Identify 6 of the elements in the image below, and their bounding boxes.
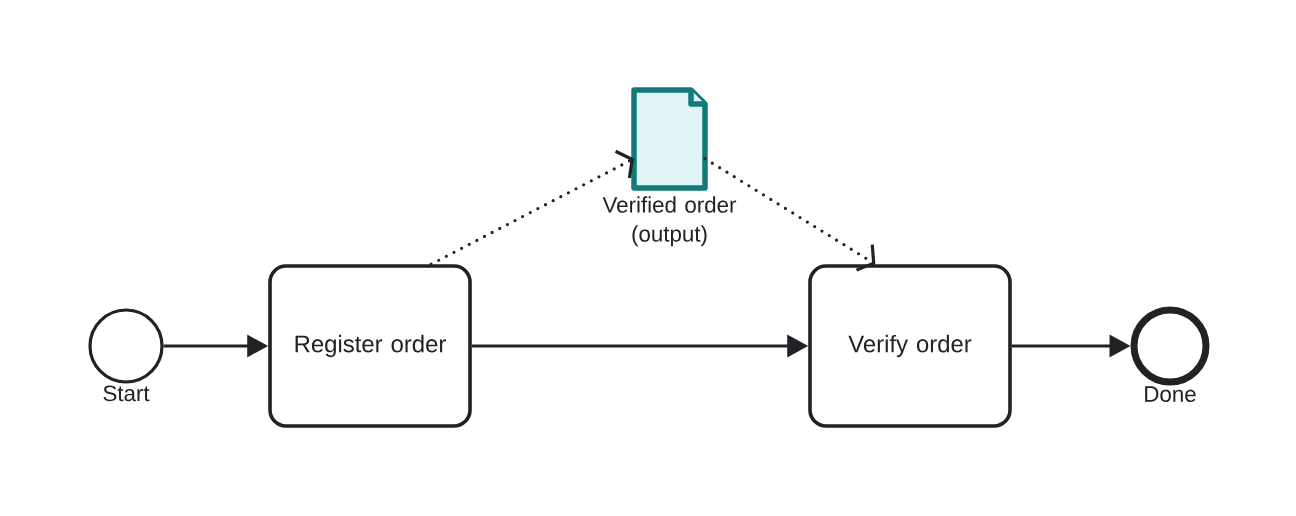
process-box: Register order [268, 264, 472, 428]
node-caption: Start [103, 385, 150, 402]
node-caption: Done [1145, 386, 1196, 402]
process-box: Verify order [808, 264, 1012, 428]
node-caption: Verified order (output) [602, 196, 737, 247]
dotted-arrow [703, 157, 876, 272]
